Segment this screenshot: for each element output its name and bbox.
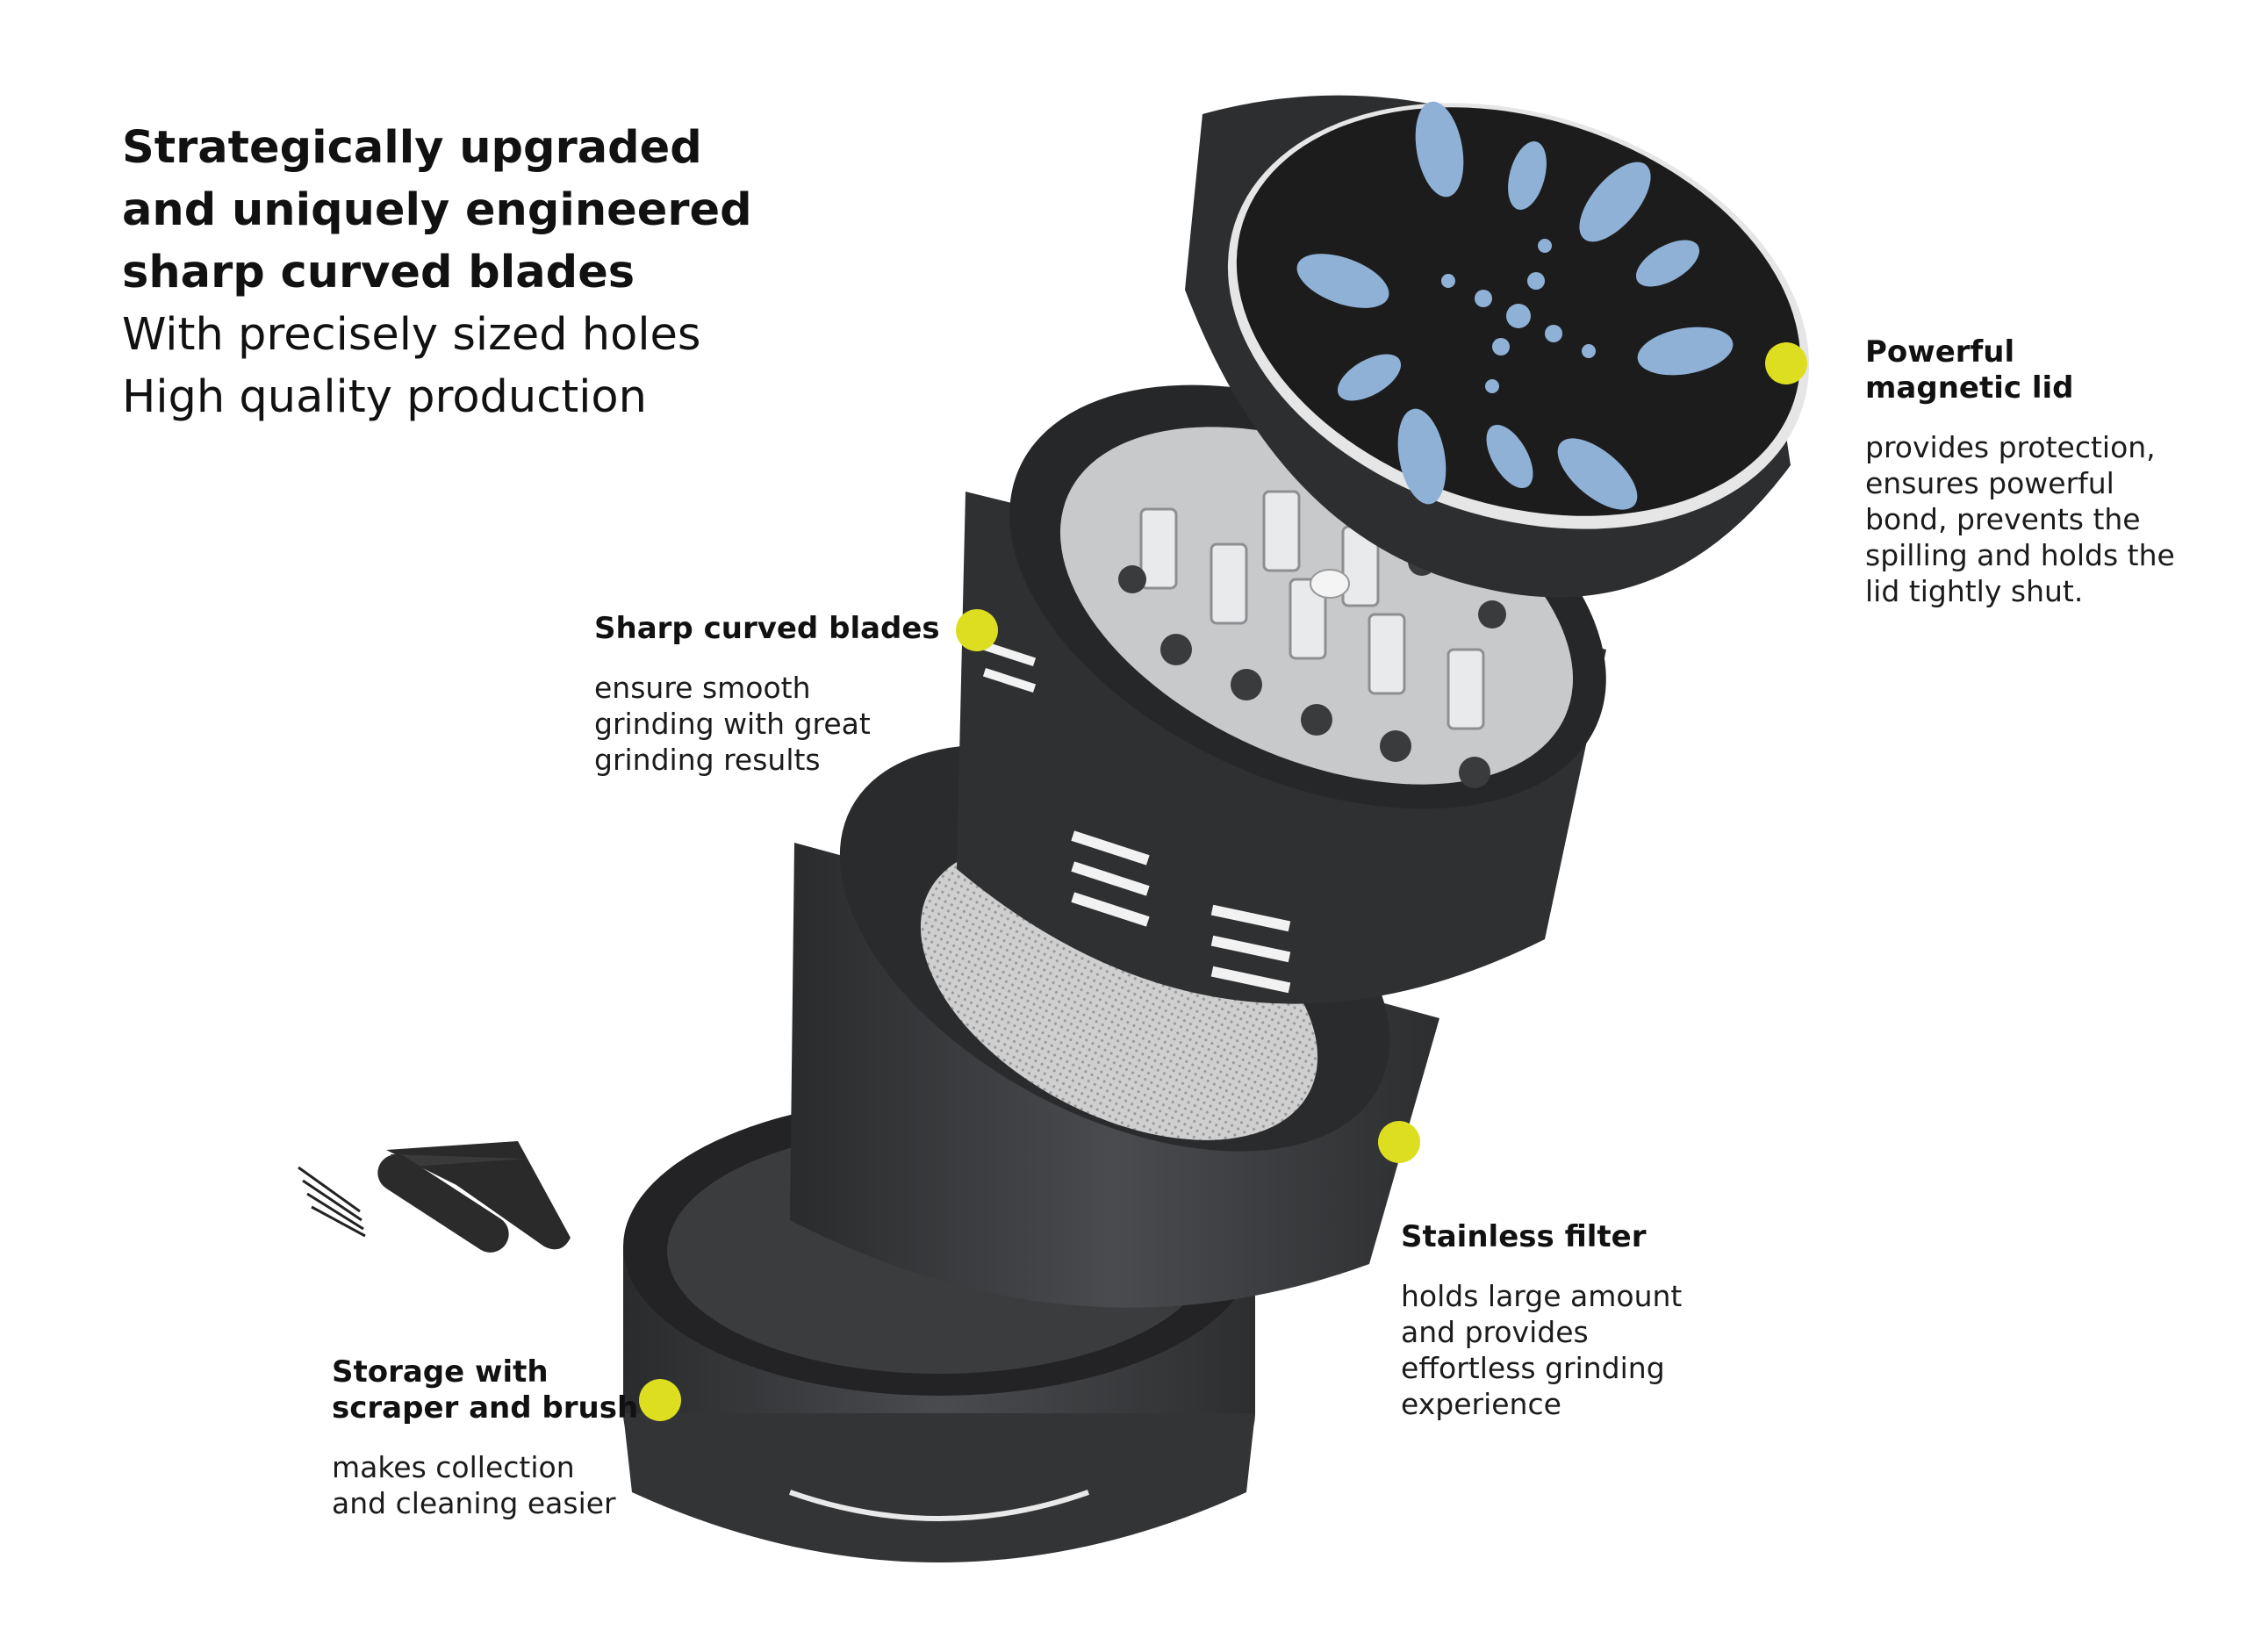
callout-title: Sharp curved blades — [594, 611, 940, 646]
headline: Strategically upgraded and uniquely engi… — [122, 117, 752, 428]
blades-marker-dot — [956, 609, 998, 651]
callout-storage: Storage with scraper and brush makes col… — [332, 1354, 638, 1521]
lid-pattern — [1296, 101, 1734, 510]
lid-marker-dot — [1765, 342, 1807, 384]
callout-title: magnetic lid — [1865, 370, 2074, 406]
callout-lid: Powerful magnetic lid provides protectio… — [1865, 334, 2175, 609]
callout-title: scraper and brush — [332, 1390, 639, 1426]
headline-line: and uniquely engineered — [122, 184, 752, 236]
callout-desc: grinding with great — [594, 707, 871, 741]
callout-desc: and cleaning easier — [332, 1486, 616, 1520]
callout-desc: experience — [1401, 1387, 1561, 1421]
callout-desc: and provides — [1401, 1315, 1589, 1349]
callout-desc: ensure smooth — [594, 671, 811, 705]
filter-marker-dot — [1378, 1121, 1420, 1163]
callout-desc: provides protection, — [1865, 430, 2156, 464]
callout-title: Stainless filter — [1401, 1219, 1647, 1254]
callout-title: Storage with — [332, 1354, 549, 1390]
callout-desc: bond, prevents the — [1865, 502, 2141, 536]
callout-desc: spilling and holds the — [1865, 538, 2175, 572]
callout-desc: holds large amount — [1401, 1279, 1683, 1313]
callout-desc: effortless grinding — [1401, 1351, 1665, 1385]
brush-and-scraper — [298, 1141, 571, 1253]
callout-desc: ensures powerful — [1865, 466, 2114, 500]
storage-marker-dot — [639, 1379, 681, 1421]
callout-desc: grinding results — [594, 743, 821, 777]
callout-desc: lid tightly shut. — [1865, 574, 2084, 608]
subheadline-line: High quality production — [122, 371, 647, 423]
callout-filter: Stainless filter holds large amount and … — [1401, 1219, 1682, 1422]
headline-line: Strategically upgraded — [122, 122, 702, 174]
blade-chamber — [957, 384, 1606, 1004]
callout-title: Powerful — [1865, 334, 2015, 370]
callout-desc: makes collection — [332, 1450, 575, 1484]
headline-line: sharp curved blades — [122, 247, 635, 298]
magnetic-lid — [1185, 95, 1810, 598]
callout-blades: Sharp curved blades ensure smooth grindi… — [594, 611, 940, 778]
subheadline-line: With precisely sized holes — [122, 309, 701, 361]
